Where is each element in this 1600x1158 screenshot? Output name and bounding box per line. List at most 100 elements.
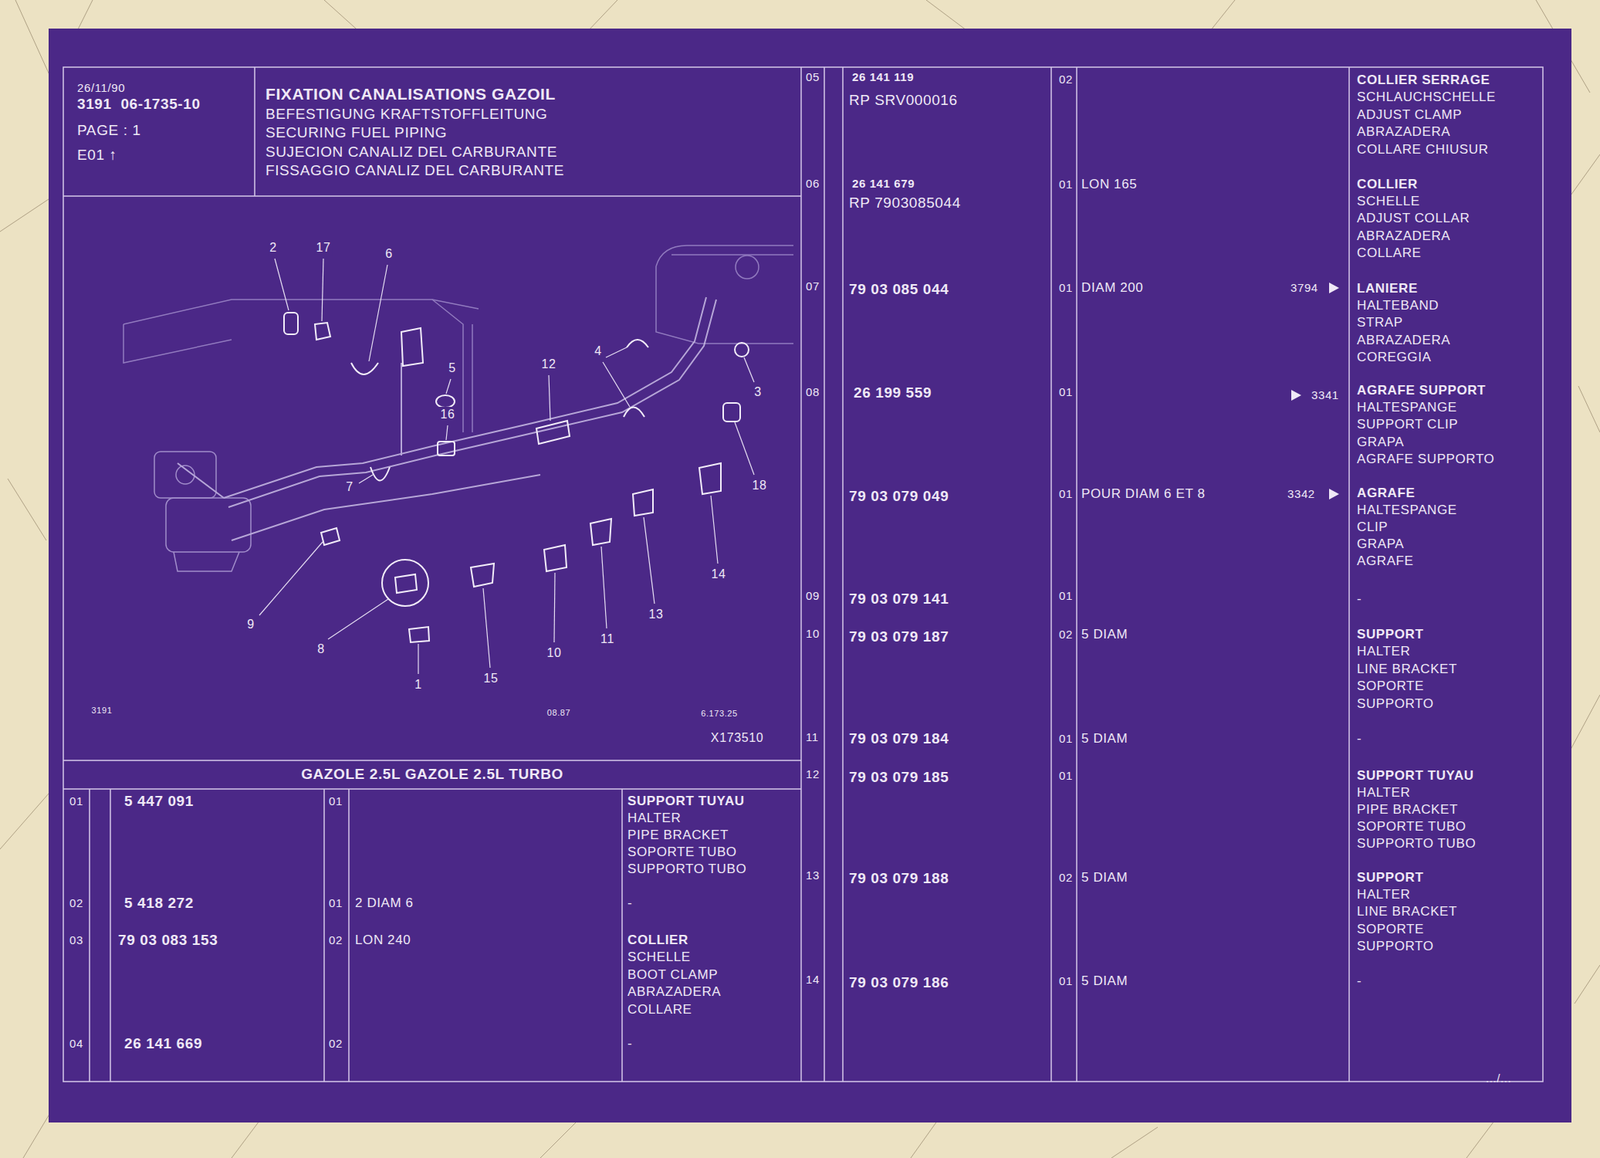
table-grid bbox=[253, 67, 256, 197]
part-drawing bbox=[536, 420, 570, 444]
part-name: GRAPA bbox=[1356, 434, 1404, 450]
row-number: 13 bbox=[805, 868, 820, 883]
part-name: HALTESPANGE bbox=[1356, 502, 1458, 518]
part-number: 26 141 669 bbox=[124, 1035, 203, 1053]
row-number: 08 bbox=[805, 385, 820, 400]
part-name: SUPPORTO bbox=[1356, 938, 1435, 954]
callout-number: 1 bbox=[412, 676, 424, 692]
replacement-number: RP SRV000016 bbox=[849, 91, 958, 110]
leader-line bbox=[446, 425, 448, 440]
remark: 5 DIAM bbox=[1081, 730, 1128, 747]
part-name: HALTER bbox=[1356, 643, 1411, 660]
continuation-mark: .../... bbox=[1485, 1071, 1512, 1086]
part-number: 79 03 079 141 bbox=[849, 590, 949, 609]
quantity: 01 bbox=[1058, 385, 1073, 400]
part-drawing bbox=[351, 362, 379, 375]
title-translation: BEFESTIGUNG KRAFTSTOFFLEITUNG bbox=[265, 105, 548, 124]
quantity: 01 bbox=[1058, 177, 1073, 192]
leader-line bbox=[358, 474, 373, 484]
fuel-pipe bbox=[223, 297, 707, 498]
film-scratches bbox=[0, 787, 55, 850]
leader-line bbox=[601, 546, 607, 629]
part-name: ABRAZADERA bbox=[1356, 332, 1451, 349]
engine-outline bbox=[432, 299, 464, 433]
part-number: 26 141 119 bbox=[852, 70, 914, 85]
fiche-panel bbox=[48, 28, 1572, 1123]
table-grid bbox=[323, 788, 325, 1082]
part-name: SUPPORTO TUBO bbox=[627, 861, 747, 877]
reference-number: 3794 bbox=[1290, 280, 1319, 295]
row-number: 12 bbox=[805, 767, 820, 782]
part-drawing bbox=[370, 466, 390, 481]
quantity: 02 bbox=[1058, 627, 1073, 642]
leader-line bbox=[734, 422, 755, 475]
part-name: ADJUST CLAMP bbox=[1356, 107, 1462, 123]
part-drawing bbox=[382, 559, 429, 606]
part-drawing bbox=[590, 518, 612, 545]
part-drawing bbox=[626, 339, 649, 348]
figure-note: 6.173.25 bbox=[700, 708, 738, 719]
film-scratches bbox=[77, 0, 93, 31]
film-scratches bbox=[1578, 385, 1600, 433]
part-name: ABRAZADERA bbox=[1356, 124, 1451, 140]
part-name: SOPORTE TUBO bbox=[1356, 818, 1467, 835]
page-number: PAGE : 1 bbox=[77, 121, 142, 140]
row-number: 07 bbox=[805, 279, 820, 294]
part-name: LANIERE bbox=[1356, 280, 1418, 297]
leader-line bbox=[605, 347, 627, 358]
part-drawing bbox=[723, 402, 741, 422]
part-name: COLLARE CHIUSUR bbox=[1356, 142, 1489, 158]
part-name: - bbox=[1356, 591, 1362, 607]
part-number: 79 03 079 185 bbox=[849, 768, 949, 787]
part-name: COLLIER bbox=[1356, 176, 1418, 193]
part-name: - bbox=[627, 895, 633, 911]
part-drawing bbox=[395, 574, 417, 593]
model-band: GAZOLE 2.5L GAZOLE 2.5L TURBO bbox=[301, 765, 564, 784]
injection-pump bbox=[173, 551, 240, 572]
remark: 5 DIAM bbox=[1081, 626, 1128, 643]
callout-number: 5 bbox=[446, 360, 458, 376]
header-date: 26/11/90 bbox=[77, 81, 126, 95]
part-drawing bbox=[314, 322, 331, 340]
leader-line bbox=[368, 264, 388, 362]
quantity: 02 bbox=[328, 933, 343, 948]
edition-mark: E01 ↑ bbox=[77, 146, 118, 165]
part-name: LINE BRACKET bbox=[1356, 903, 1458, 920]
film-scratches bbox=[1566, 154, 1600, 201]
engine-outline bbox=[123, 299, 479, 325]
remark: 5 DIAM bbox=[1081, 869, 1128, 886]
leader-line bbox=[548, 375, 551, 421]
quantity: 01 bbox=[328, 794, 343, 809]
part-drawing bbox=[321, 527, 340, 545]
fuel-pipe bbox=[177, 297, 717, 541]
quantity: 01 bbox=[1058, 588, 1073, 603]
quantity: 01 bbox=[1058, 731, 1073, 746]
leader-line bbox=[274, 258, 289, 311]
part-name: SCHLAUCHSCHELLE bbox=[1356, 89, 1496, 105]
part-name: HALTESPANGE bbox=[1356, 399, 1458, 416]
callout-number: 9 bbox=[245, 616, 257, 632]
part-name: BOOT CLAMP bbox=[627, 967, 718, 983]
part-name: SUPPORT TUYAU bbox=[1356, 767, 1475, 784]
part-name: SUPPORTO TUBO bbox=[1356, 835, 1476, 852]
quantity: 01 bbox=[1058, 768, 1073, 783]
callout-number: 10 bbox=[545, 645, 564, 660]
row-number: 11 bbox=[805, 730, 819, 745]
part-number: 79 03 079 188 bbox=[849, 869, 949, 888]
reference-arrow bbox=[1291, 389, 1302, 401]
part-drawing bbox=[632, 489, 653, 516]
part-name: SCHELLE bbox=[627, 949, 691, 965]
part-name: SUPPORT bbox=[1356, 626, 1424, 643]
engine-outline bbox=[123, 324, 232, 363]
row-number: 01 bbox=[69, 794, 84, 809]
leader-line bbox=[602, 361, 630, 407]
callout-number: 8 bbox=[315, 641, 327, 657]
part-name: ABRAZADERA bbox=[627, 984, 721, 1000]
part-drawing bbox=[284, 312, 298, 335]
part-drawing bbox=[409, 626, 430, 643]
table-grid bbox=[1348, 67, 1350, 1082]
part-name: HALTEBAND bbox=[1356, 297, 1439, 314]
part-name: COLLIER SERRAGE bbox=[1356, 72, 1490, 88]
film-scratches bbox=[1566, 694, 1600, 757]
injection-pump bbox=[165, 497, 251, 552]
